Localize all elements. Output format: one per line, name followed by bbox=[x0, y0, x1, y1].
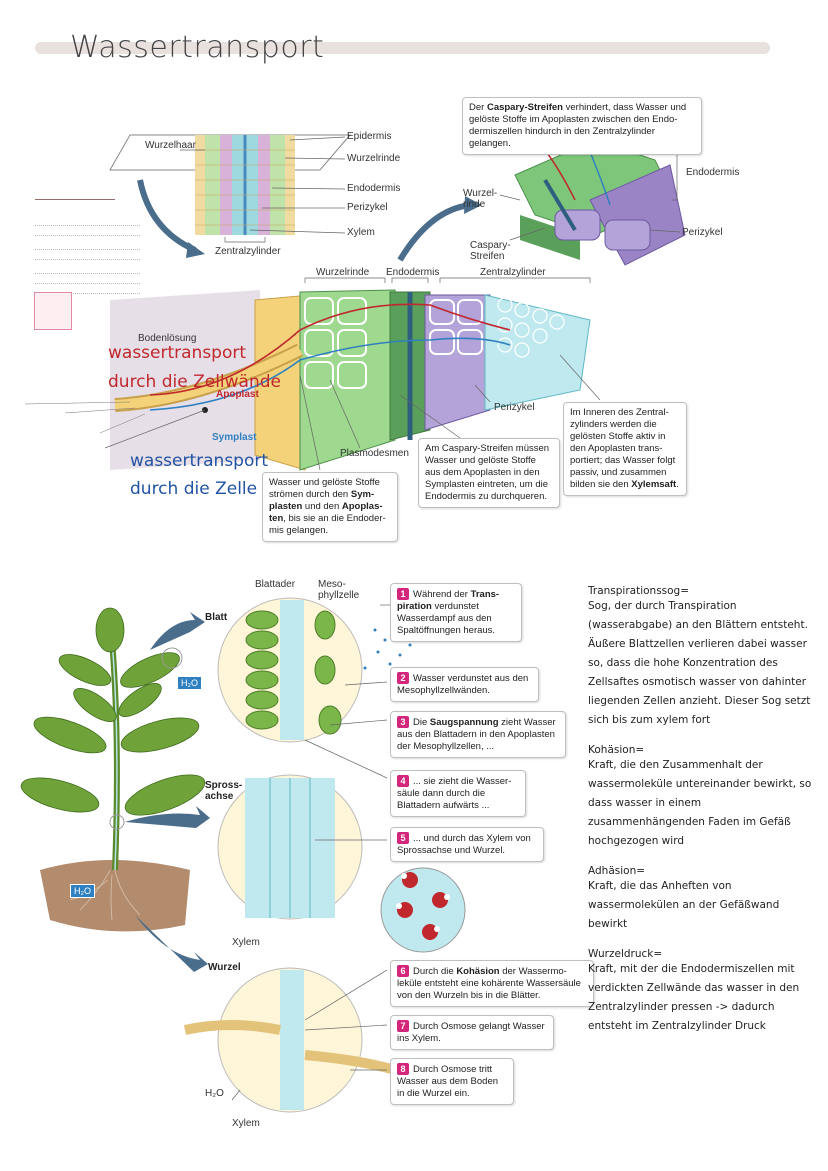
note-transpirationssog: Transpirationssog= Sog, der durch Transp… bbox=[588, 585, 813, 730]
main-label-symplast: Symplast bbox=[212, 432, 257, 443]
label-h2o-soil: H₂O bbox=[205, 1088, 224, 1099]
label-perizykel: Perizykel bbox=[347, 202, 388, 213]
label-xylem-root: Xylem bbox=[232, 1118, 260, 1129]
tiny-note-lines bbox=[35, 220, 140, 294]
label-endodermis: Endodermis bbox=[347, 183, 401, 194]
note-heading: Adhäsion= bbox=[588, 865, 646, 877]
step-4: 4... sie zieht die Wasser­säule dann dur… bbox=[390, 770, 526, 817]
label-epidermis: Epidermis bbox=[347, 131, 392, 142]
root-circle bbox=[183, 967, 397, 1113]
plant-diagram bbox=[20, 597, 466, 1113]
main-label-zentralzylinder: Zentralzylinder bbox=[480, 267, 546, 278]
callout-caspary-enter: Am Caspary-Streifen müssen Wasser und ge… bbox=[418, 438, 560, 508]
hand-apoplast-2: durch die Zellwände bbox=[108, 372, 281, 392]
pink-sticky-note bbox=[34, 292, 72, 330]
label-sprossachse: Spross- achse bbox=[205, 780, 243, 802]
callout-xylemsaft: Im Inneren des Zentral­zylinders werden … bbox=[563, 402, 687, 496]
label-wurzelrinde: Wurzelrinde bbox=[347, 153, 401, 164]
tiny-note-heading bbox=[35, 195, 115, 200]
label-wurzelhaar: Wurzelhaar bbox=[145, 140, 196, 151]
root-cross-section bbox=[109, 134, 352, 258]
caspary-label-perizykel: Perizykel bbox=[682, 227, 723, 238]
note-text: Sog, der durch Transpiration (wasserabga… bbox=[588, 600, 811, 726]
page-title: Wassertransport bbox=[70, 30, 325, 65]
leaf-circle bbox=[217, 597, 363, 743]
label-wurzel: Wurzel bbox=[208, 962, 241, 973]
stem-circle bbox=[217, 774, 363, 920]
hand-symplast-2: durch die Zelle bbox=[130, 479, 258, 499]
hand-apoplast-1: wassertransport bbox=[108, 343, 247, 363]
note-kohaesion: Kohäsion= Kraft, die den Zusammenhalt de… bbox=[588, 744, 813, 851]
note-text: Kraft, die das Anheften von wassermolekü… bbox=[588, 880, 780, 930]
label-zentralzylinder: Zentralzylinder bbox=[215, 246, 281, 257]
caspary-label-endodermis: Endodermis bbox=[686, 167, 740, 178]
label-h2o-root: H₂O bbox=[70, 884, 95, 898]
label-blattader: Blattader bbox=[255, 579, 296, 590]
label-h2o-leaf: H₂O bbox=[177, 676, 202, 690]
note-heading: Wurzeldruck= bbox=[588, 948, 663, 960]
note-wurzeldruck: Wurzeldruck= Kraft, mit der die Endoderm… bbox=[588, 948, 813, 1036]
caspary-label-streifen: Caspary- Streifen bbox=[470, 240, 511, 262]
note-heading: Transpirationssog= bbox=[588, 585, 690, 597]
title-bar bbox=[35, 42, 770, 54]
main-label-wurzelrinde: Wurzelrinde bbox=[316, 267, 370, 278]
hand-symplast-1: wassertransport bbox=[130, 451, 269, 471]
root-diagram bbox=[24, 134, 686, 471]
main-label-plasmodesmen: Plasmodesmen bbox=[340, 448, 409, 459]
label-xylem: Xylem bbox=[347, 227, 375, 238]
label-blatt: Blatt bbox=[205, 612, 228, 623]
caspary-callout: Der Caspary-Streifen verhindert, dass Wa… bbox=[462, 97, 702, 155]
notes-column: Transpirationssog= Sog, der durch Transp… bbox=[588, 585, 813, 1036]
root-tissue-block bbox=[24, 277, 601, 471]
callout-symplast-apoplast: Wasser und gelöste Stoffe strömen durch … bbox=[262, 472, 398, 542]
label-mesophyll: Meso- phyllzelle bbox=[318, 579, 360, 601]
caspary-detail bbox=[397, 139, 686, 266]
main-label-bodenloesung: Bodenlösung bbox=[138, 333, 197, 344]
note-text: Kraft, mit der die Endodermiszellen mit … bbox=[588, 963, 800, 1032]
note-heading: Kohäsion= bbox=[588, 744, 645, 756]
note-adhaesion: Adhäsion= Kraft, die das Anheften von wa… bbox=[588, 865, 813, 934]
main-label-endodermis: Endodermis bbox=[386, 267, 440, 278]
main-label-apoplast: Apoplast bbox=[216, 389, 259, 400]
main-label-perizykel: Perizykel bbox=[494, 402, 535, 413]
caspary-label-wurzelrinde: Wurzel- rinde bbox=[463, 188, 498, 210]
note-text: Kraft, die den Zusammenhalt der wassermo… bbox=[588, 759, 812, 847]
label-xylem-stem: Xylem bbox=[232, 937, 260, 948]
step-5: 5... und durch das Xylem von Sprossachse… bbox=[390, 827, 544, 862]
molecule-circle bbox=[380, 867, 466, 953]
